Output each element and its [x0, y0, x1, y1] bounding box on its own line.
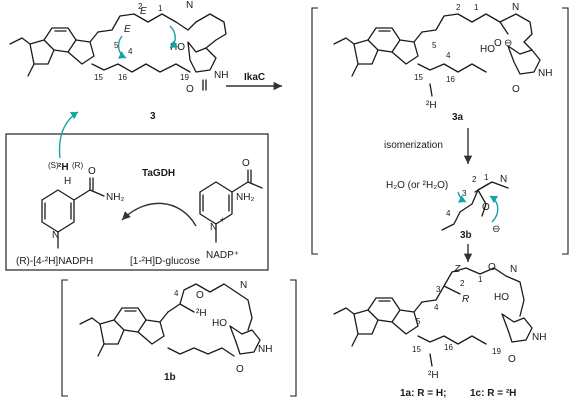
- label-N: N: [52, 230, 59, 241]
- label-O: O: [508, 354, 516, 365]
- label-compound-1b: 1b: [164, 372, 176, 383]
- tagdh-arrow: [121, 202, 197, 227]
- atom-number-16: 16: [118, 73, 127, 82]
- compound-3b-structure: [441, 181, 509, 231]
- atom-number-16: 16: [444, 343, 453, 352]
- label-deuterium: ²H: [58, 162, 69, 173]
- bracket-right: [562, 7, 569, 255]
- atom-number-4: 4: [174, 289, 179, 298]
- label-O: O: [512, 84, 520, 95]
- atom-number-2: 2: [460, 279, 465, 288]
- legend-1c: 1c: R = ²H: [470, 388, 516, 399]
- atom-number-2: 2: [456, 3, 461, 12]
- label-deuterium: ²H: [428, 370, 439, 381]
- compound-3a-structure: [333, 13, 541, 97]
- electron-arrow: [489, 195, 499, 223]
- label-N: N: [210, 222, 217, 233]
- label-NH2: NH₂: [236, 192, 254, 203]
- atom-number-5: 5: [432, 41, 437, 50]
- label-HO: HO: [480, 44, 495, 55]
- label-NH: N: [186, 0, 193, 11]
- atom-number-15: 15: [414, 73, 423, 82]
- label-S: (S): [48, 161, 59, 170]
- label-NH2: NH₂: [106, 192, 124, 203]
- atom-number-1: 1: [474, 3, 479, 12]
- label-minus: ⊖: [492, 224, 500, 235]
- label-H: H: [64, 176, 71, 187]
- bracket-right: [290, 279, 297, 397]
- label-NH: NH: [538, 68, 552, 79]
- label-nadp: NADP⁺: [206, 250, 239, 261]
- stereo-Z-label: Z: [453, 264, 461, 275]
- label-deuterium: ²H: [426, 100, 437, 111]
- label-HO: HO: [170, 42, 185, 53]
- atom-number-19: 19: [492, 347, 501, 356]
- deuteride-transfer-arrow: [58, 111, 79, 159]
- atom-number-5: 5: [416, 317, 421, 326]
- label-O: O: [242, 158, 250, 169]
- label-nadph: (R)-[4-²H]NADPH: [16, 256, 93, 267]
- atom-number-1: 1: [484, 173, 489, 182]
- nadp-structure: [199, 169, 263, 243]
- atom-number-5: 5: [114, 41, 119, 50]
- atom-number-15: 15: [94, 73, 103, 82]
- atom-number-3: 3: [436, 285, 441, 294]
- label-compound-3a: 3a: [452, 112, 464, 123]
- label-HO: HO: [212, 318, 227, 329]
- label-compound-3b: 3b: [460, 230, 472, 241]
- stereo-E-label: E: [140, 6, 147, 17]
- electron-arrow: [117, 35, 127, 59]
- label-NH: NH: [532, 332, 546, 343]
- atom-number-2: 2: [472, 175, 477, 184]
- label-HO: HO: [494, 292, 509, 303]
- label-R: (R): [72, 161, 83, 170]
- label-O: O: [196, 290, 204, 301]
- label-O: O: [482, 202, 490, 213]
- atom-number-4: 4: [434, 303, 439, 312]
- label-NH: N: [512, 2, 519, 13]
- atom-number-2: 2: [138, 2, 143, 11]
- label-O: O: [494, 38, 502, 49]
- compound-1b-structure: [79, 283, 261, 357]
- bracket-left: [311, 7, 318, 255]
- label-O: O: [236, 364, 244, 375]
- label-NH: NH: [214, 70, 228, 81]
- atom-number-4: 4: [446, 51, 451, 60]
- nadph-structure: [41, 177, 105, 249]
- label-NH: N: [240, 280, 247, 291]
- label-ikac: IkaC: [244, 72, 265, 83]
- label-isomerization: isomerization: [384, 140, 443, 151]
- atom-number-4: 4: [128, 47, 133, 56]
- bracket-left: [61, 279, 68, 397]
- label-NH: N: [500, 174, 507, 185]
- label-compound-3: 3: [150, 111, 156, 122]
- label-O: O: [88, 166, 96, 177]
- tagdh-box: [5, 133, 269, 271]
- label-R: R: [462, 294, 469, 305]
- atom-number-4: 4: [446, 209, 451, 218]
- label-minus: ⊖: [504, 38, 512, 49]
- label-plus: +: [220, 215, 225, 224]
- label-water: H₂O (or ²H₂O): [386, 180, 448, 191]
- atom-number-19: 19: [180, 73, 189, 82]
- atom-number-1: 1: [158, 4, 163, 13]
- stereo-E-label: E: [124, 24, 131, 35]
- legend-1a: 1a: R = H;: [400, 388, 446, 399]
- label-NH: N: [510, 264, 517, 275]
- electron-arrow: [169, 25, 179, 49]
- atom-number-16: 16: [446, 75, 455, 84]
- label-deuterium: ²H: [196, 308, 207, 319]
- label-NH: NH: [258, 344, 272, 355]
- label-glucose: [1-²H]D-glucose: [130, 256, 200, 267]
- compound-3-structure: [9, 13, 227, 91]
- label-O: O: [186, 84, 194, 95]
- label-O: O: [488, 262, 496, 273]
- atom-number-3: 3: [462, 189, 467, 198]
- atom-number-1: 1: [478, 275, 483, 284]
- label-tagdh: TaGDH: [142, 168, 175, 179]
- electron-arrow: [457, 191, 467, 203]
- atom-number-15: 15: [412, 345, 421, 354]
- compound-1a-1c-structure: [333, 267, 533, 367]
